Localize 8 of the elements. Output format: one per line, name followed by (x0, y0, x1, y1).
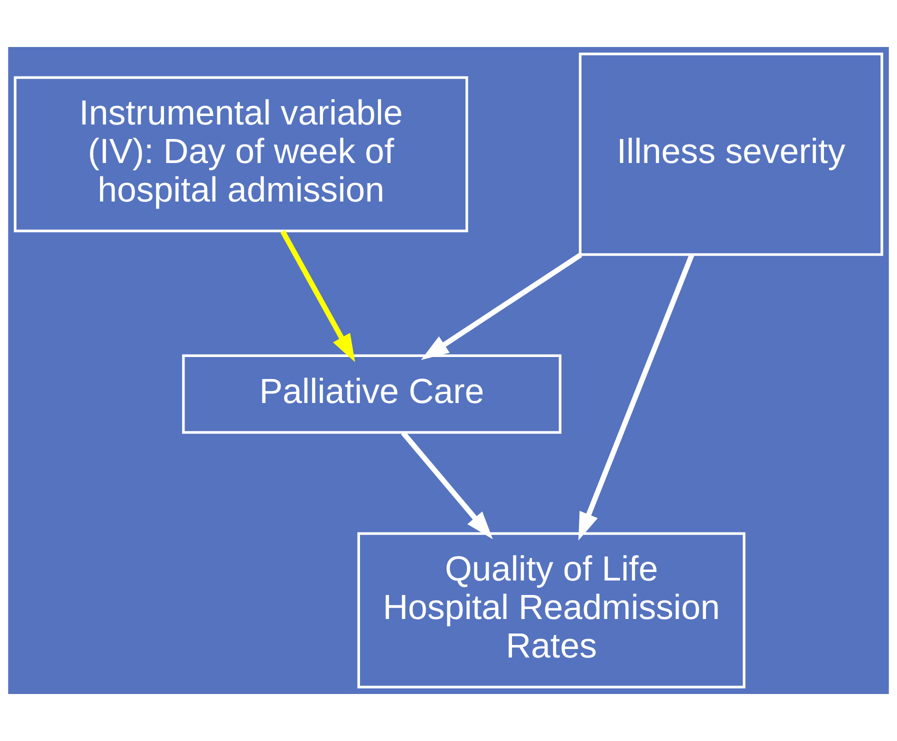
arrow (578, 254, 694, 540)
arrow (420, 252, 582, 360)
node-box: Instrumental variable (IV): Day of week of hospital admission (14, 76, 468, 232)
arrow (401, 431, 493, 540)
node-box: Palliative Care (182, 354, 562, 434)
node-box: Illness severity (578, 52, 884, 256)
arrow (280, 230, 356, 362)
node-box: Quality of Life Hospital Readmission Rates (357, 532, 746, 688)
